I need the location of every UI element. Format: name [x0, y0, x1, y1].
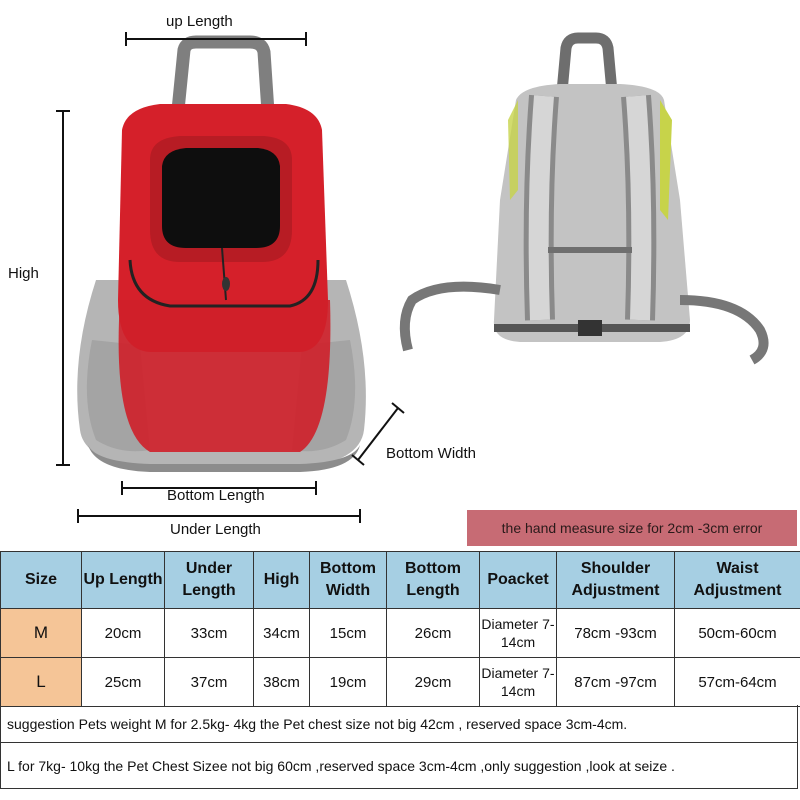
- cell: 29cm: [386, 657, 480, 707]
- table-header-row: Size Up Length Under Length High Bottom …: [0, 551, 800, 609]
- cell: 19cm: [309, 657, 387, 707]
- cell: 33cm: [164, 608, 254, 658]
- suggestion-line-2: L for 7kg- 10kg the Pet Chest Sizee not …: [0, 743, 798, 789]
- cell: 15cm: [309, 608, 387, 658]
- header-bottom-width: Bottom Width: [309, 551, 387, 609]
- front-backpack-image: [77, 35, 366, 472]
- table-row: M 20cm 33cm 34cm 15cm 26cm Diameter 7-14…: [0, 608, 800, 658]
- high-line: [56, 110, 70, 466]
- cell: 37cm: [164, 657, 254, 707]
- bottom-length-line: [121, 481, 317, 495]
- product-images: [77, 32, 769, 472]
- cell: 26cm: [386, 608, 480, 658]
- bottom-width-label: Bottom Width: [386, 445, 477, 462]
- table-row: L 25cm 37cm 38cm 19cm 29cm Diameter 7-14…: [0, 657, 800, 707]
- cell: Diameter 7-14cm: [479, 608, 557, 658]
- header-bottom-length: Bottom Length: [386, 551, 480, 609]
- cell: 78cm -93cm: [556, 608, 675, 658]
- cell-size: L: [0, 657, 82, 707]
- bottom-width-line: [351, 402, 405, 466]
- header-high: High: [253, 551, 310, 609]
- header-shoulder: Shoulder Adjustment: [556, 551, 675, 609]
- header-up-length: Up Length: [81, 551, 165, 609]
- header-under-length: Under Length: [164, 551, 254, 609]
- cell: 38cm: [253, 657, 310, 707]
- cell: 20cm: [81, 608, 165, 658]
- up-length-label: up Length: [166, 13, 233, 30]
- header-size: Size: [0, 551, 82, 609]
- cell: 34cm: [253, 608, 310, 658]
- under-length-line: [77, 509, 361, 523]
- high-label: High: [8, 265, 39, 282]
- cell-size: M: [0, 608, 82, 658]
- measure-error-note: the hand measure size for 2cm -3cm error: [467, 510, 797, 546]
- cell: 57cm-64cm: [674, 657, 800, 707]
- cell: 50cm-60cm: [674, 608, 800, 658]
- up-length-line: [125, 32, 307, 46]
- header-waist: Waist Adjustment: [674, 551, 800, 609]
- cell: Diameter 7-14cm: [479, 657, 557, 707]
- cell: 25cm: [81, 657, 165, 707]
- header-pocket: Poacket: [479, 551, 557, 609]
- cell: 87cm -97cm: [556, 657, 675, 707]
- suggestion-line-1: suggestion Pets weight M for 2.5kg- 4kg …: [0, 705, 798, 743]
- bottom-length-label: Bottom Length: [167, 487, 265, 504]
- size-table: Size Up Length Under Length High Bottom …: [0, 551, 800, 707]
- back-backpack-image: [399, 32, 769, 365]
- under-length-label: Under Length: [170, 521, 261, 538]
